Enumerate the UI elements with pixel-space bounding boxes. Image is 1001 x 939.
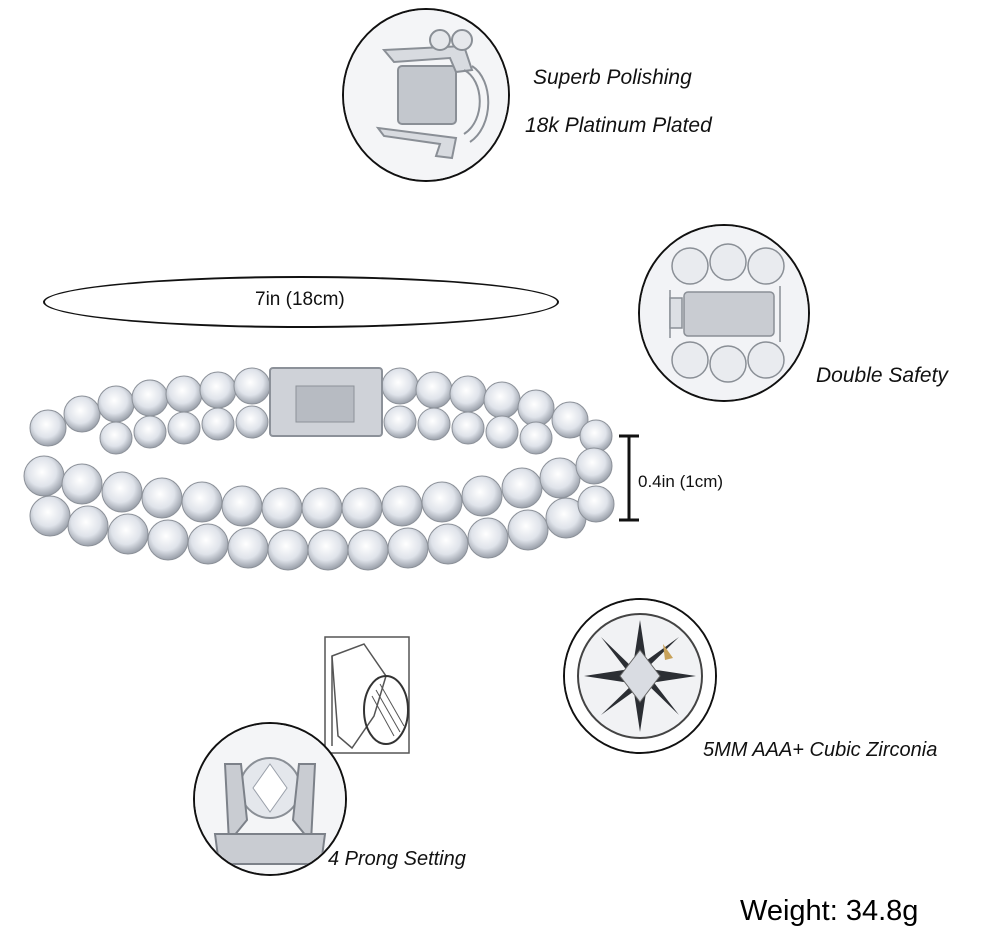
weight-label: Weight: 34.8g (740, 895, 919, 927)
prong-setting-circle (193, 722, 347, 876)
plated-label: 18k Platinum Plated (525, 114, 712, 137)
prong-setting-icon (195, 724, 345, 874)
length-ellipse (43, 276, 559, 328)
polishing-label: Superb Polishing (533, 66, 692, 89)
width-bracket (619, 434, 639, 522)
zirconia-circle (563, 598, 717, 754)
clasp-closeup-circle (342, 8, 510, 182)
double-safety-clasp-icon (640, 226, 808, 400)
safety-label: Double Safety (816, 364, 948, 387)
prong-diagram-icon (324, 636, 410, 754)
prong-label: 4 Prong Setting (328, 848, 466, 870)
clasp-closeup-icon (344, 10, 508, 180)
width-label: 0.4in (1cm) (638, 472, 724, 491)
length-label: 7in (18cm) (255, 289, 345, 310)
double-safety-circle (638, 224, 810, 402)
zirconia-label: 5MM AAA+ Cubic Zirconia (703, 739, 938, 761)
round-cut-diamond-icon (565, 600, 715, 752)
tennis-bracelet-image (23, 367, 615, 571)
